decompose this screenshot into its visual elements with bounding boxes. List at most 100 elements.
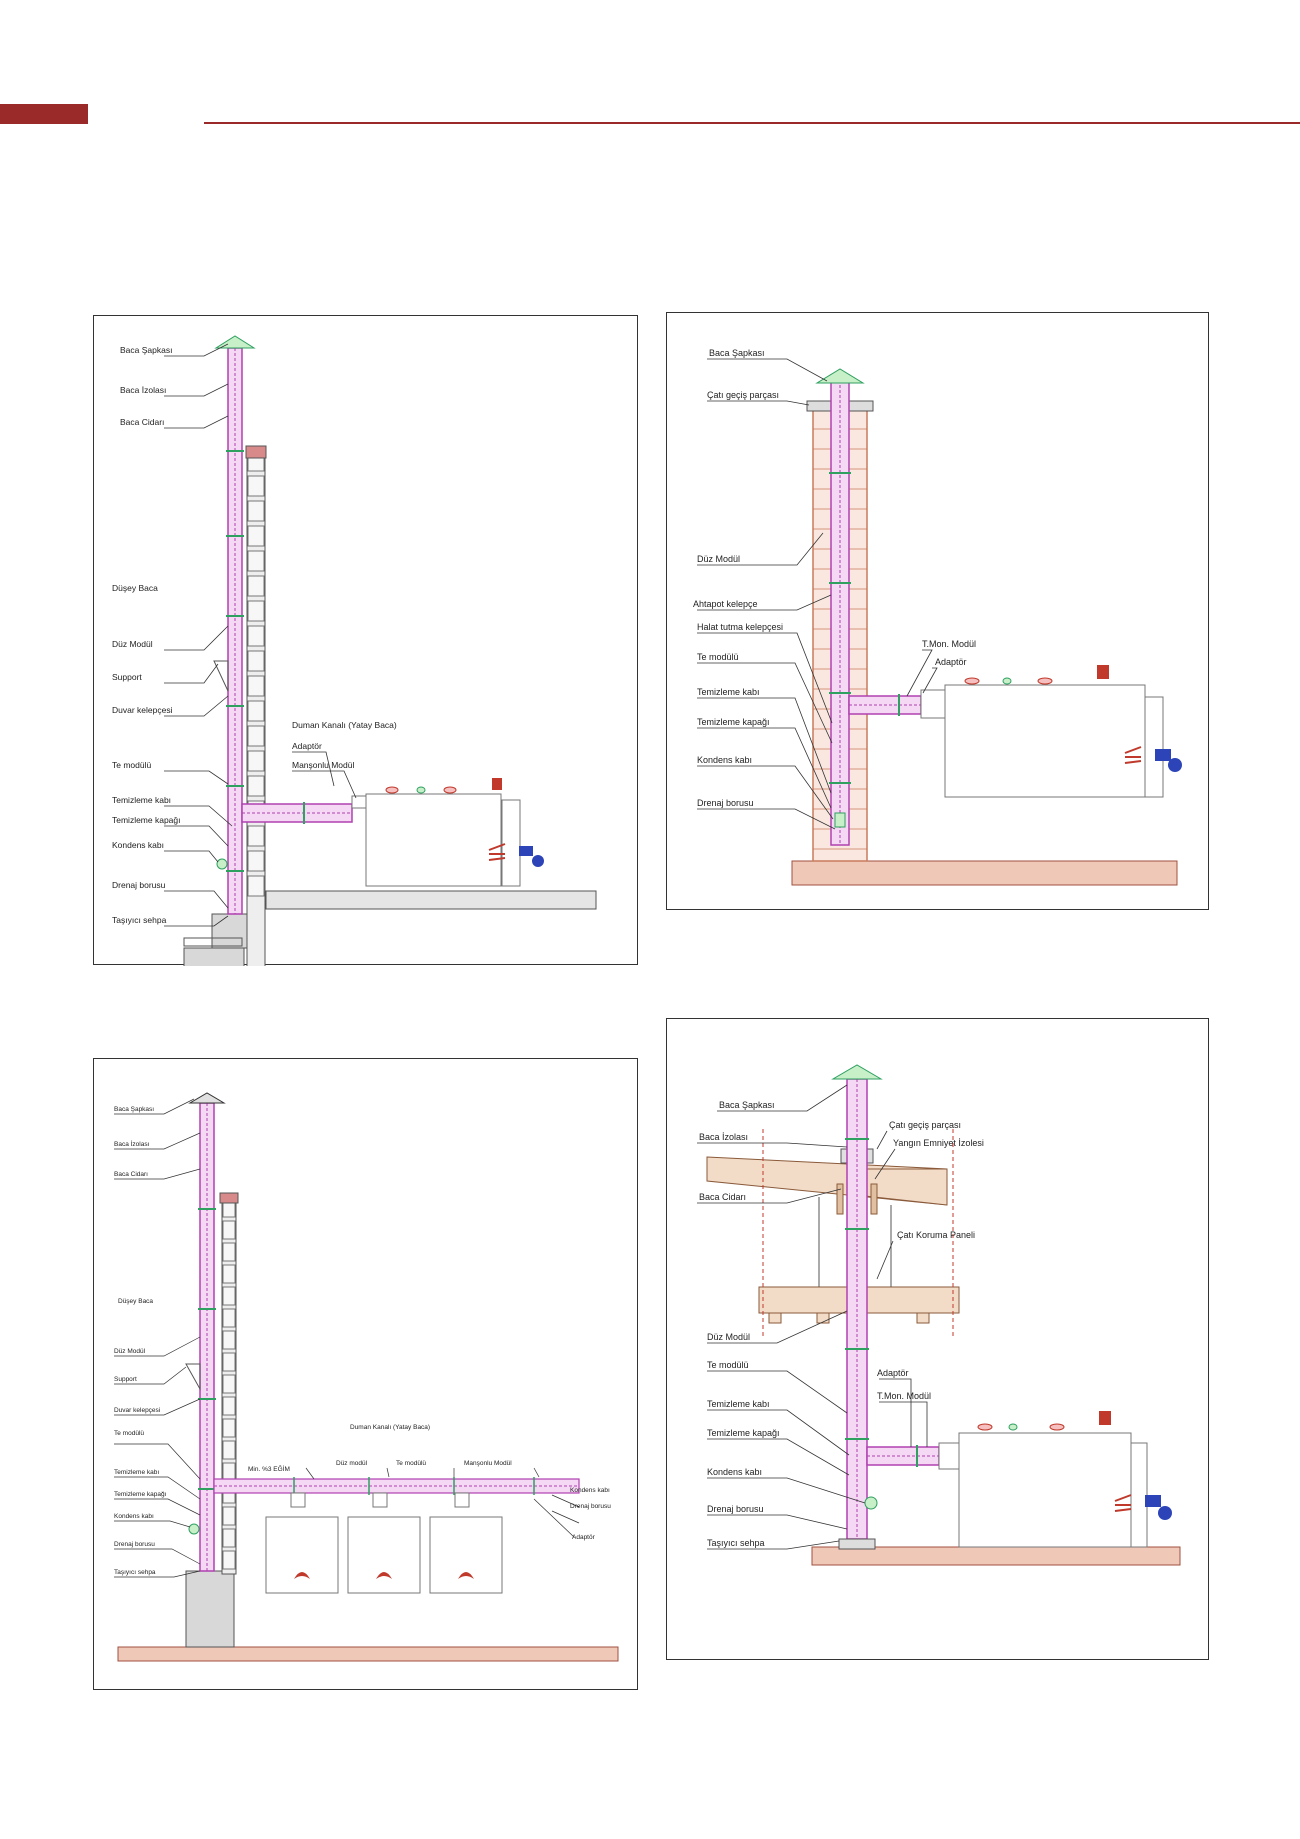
liner-joints (829, 472, 851, 784)
label-duz-modul: Düz Modül (697, 554, 740, 564)
label-temizleme-kapagi: Temizleme kapağı (114, 1491, 167, 1498)
label-baca-izolasi: Baca İzolası (114, 1139, 150, 1148)
burner-fan-icon (1158, 1506, 1172, 1520)
support-bracket (213, 660, 229, 692)
label-tasiyici-sehpa: Taşıyıcı sehpa (707, 1538, 765, 1548)
label-te-modulu: Te modülü (697, 652, 739, 662)
label-adaptor: Adaptör (572, 1534, 596, 1541)
wall-cap (219, 1192, 239, 1204)
label-tasiyici-sehpa: Taşıyıcı sehpa (114, 1569, 156, 1576)
label-te-modulu-h: Te modülü (396, 1460, 426, 1467)
label-te-modulu: Te modülü (112, 760, 151, 770)
label-baca-izolasi: Baca İzolası (120, 385, 166, 395)
label-drenaj-borusu-h: Drenaj borusu (570, 1503, 611, 1510)
ceiling-joists (768, 1312, 930, 1324)
label-t-mon-modul: T.Mon. Modül (922, 639, 976, 649)
label-baca-sapkasi: Baca Şapkası (120, 345, 172, 355)
boiler-gauge (1099, 1411, 1111, 1425)
label-support: Support (112, 672, 142, 682)
label-baca-cidari: Baca Cidarı (120, 417, 164, 427)
boiler-door (501, 799, 521, 887)
chimney-cap (815, 368, 865, 384)
boiler (958, 1432, 1132, 1548)
header-accent-tab (0, 104, 88, 124)
label-drenaj-borusu: Drenaj borusu (112, 880, 166, 890)
label-adaptor: Adaptör (935, 657, 967, 667)
chimney-diagram-2: Baca Şapkası Çatı geçiş parçası Düz Modü… (693, 348, 1182, 886)
label-duz-modul: Düz Modül (114, 1348, 146, 1355)
fire-insulation (836, 1183, 844, 1215)
label-te-modulu: Te modülü (114, 1430, 144, 1437)
label-cati-gecis-parcasi: Çatı geçiş parçası (707, 390, 779, 400)
floor-slab (117, 1646, 619, 1662)
floor-slab (265, 890, 597, 910)
label-baca-izolasi: Baca İzolası (699, 1132, 748, 1142)
label-duz-modul-h: Düz modül (336, 1460, 368, 1467)
header-rule (204, 122, 1300, 124)
label-temizleme-kabi: Temizleme kabı (112, 795, 171, 805)
label-duvar-kelepcesi: Duvar kelepçesi (112, 705, 173, 715)
boiler-valve (385, 786, 399, 794)
label-duz-modul: Düz Modül (707, 1332, 750, 1342)
burner-fan-icon (532, 855, 544, 867)
boiler-valve (1049, 1423, 1065, 1431)
label-kondens-kabi: Kondens kabı (114, 1513, 154, 1520)
labels-left: Baca Şapkası Çatı geçiş parçası Düz Modü… (693, 348, 783, 808)
flame-icon (1114, 1494, 1132, 1512)
label-kondens-kabi: Kondens kabı (112, 840, 164, 850)
boiler-adapter (920, 689, 946, 719)
leader-lines (697, 358, 938, 830)
label-duman-kanali: Duman Kanalı (Yatay Baca) (350, 1424, 430, 1431)
diagram-panel-4: Baca Şapkası Baca İzolası Baca Cidarı Dü… (666, 1018, 1209, 1660)
label-duman-kanali: Duman Kanalı (Yatay Baca) (292, 720, 397, 730)
label-adaptor: Adaptör (292, 741, 322, 751)
label-baca-sapkasi: Baca Şapkası (709, 348, 765, 358)
diagram-panel-2: Baca Şapkası Çatı geçiş parçası Düz Modü… (666, 312, 1209, 910)
label-temizleme-kapagi: Temizleme kapağı (112, 815, 181, 825)
chimney-diagram-3: Baca Şapkası Baca İzolası Baca Cidarı Dü… (114, 1092, 619, 1662)
boiler-door (1130, 1442, 1148, 1548)
leader-lines (164, 343, 357, 927)
labels-right: Duman Kanalı (Yatay Baca) Min. %3 EĞİM D… (248, 1424, 611, 1541)
label-te-modulu: Te modülü (707, 1360, 749, 1370)
boiler-valve (977, 1423, 993, 1431)
boiler-valve (1008, 1423, 1018, 1431)
chimney-cap (188, 1092, 226, 1104)
label-baca-sapkasi: Baca Şapkası (719, 1100, 775, 1110)
roof-panel-outline (762, 1129, 954, 1339)
chimney-joints (226, 450, 244, 872)
boiler (429, 1516, 503, 1594)
label-drenaj-borusu: Drenaj borusu (697, 798, 754, 808)
label-dusey-baca: Düşey Baca (112, 583, 158, 593)
diagram-panel-1: Baca Şapkası Baca İzolası Baca Cidarı Dü… (93, 315, 638, 966)
burner-icon (1155, 749, 1171, 761)
labels-right: T.Mon. Modül Adaptör (922, 639, 976, 667)
chimney-cap (214, 335, 256, 349)
boiler (365, 793, 502, 887)
chimney-diagram-1: Baca Şapkası Baca İzolası Baca Cidarı Dü… (112, 335, 597, 966)
label-kondens-kabi: Kondens kabı (697, 755, 752, 765)
label-kondens-kabi: Kondens kabı (707, 1467, 762, 1477)
flame-icon (1124, 746, 1142, 764)
label-baca-cidari: Baca Cidarı (699, 1192, 746, 1202)
label-mansonlu-modul: Manşonlu Modül (292, 760, 354, 770)
label-adaptor: Adaptör (877, 1368, 909, 1378)
leader-lines (114, 1098, 580, 1578)
condensate-cup (216, 858, 228, 870)
wall-blocks (222, 1198, 236, 1570)
label-min-egim: Min. %3 EĞİM (248, 1464, 290, 1473)
burner-fan-icon (1168, 758, 1182, 772)
label-duz-modul: Düz Modül (112, 639, 153, 649)
wall-cap (245, 445, 267, 459)
boiler-adapter (938, 1442, 960, 1470)
fire-insulation (870, 1183, 878, 1215)
foundation (185, 1570, 235, 1648)
label-t-mon-modul: T.Mon. Modül (877, 1391, 931, 1401)
support-bracket (185, 1363, 201, 1391)
diagram-panel-3: Baca Şapkası Baca İzolası Baca Cidarı Dü… (93, 1058, 638, 1690)
floor-slab (791, 860, 1178, 886)
label-temizleme-kabi: Temizleme kabı (707, 1399, 770, 1409)
flame-icon (376, 1572, 392, 1579)
boiler-valve (416, 786, 426, 794)
label-tasiyici-sehpa: Taşıyıcı sehpa (112, 915, 167, 925)
